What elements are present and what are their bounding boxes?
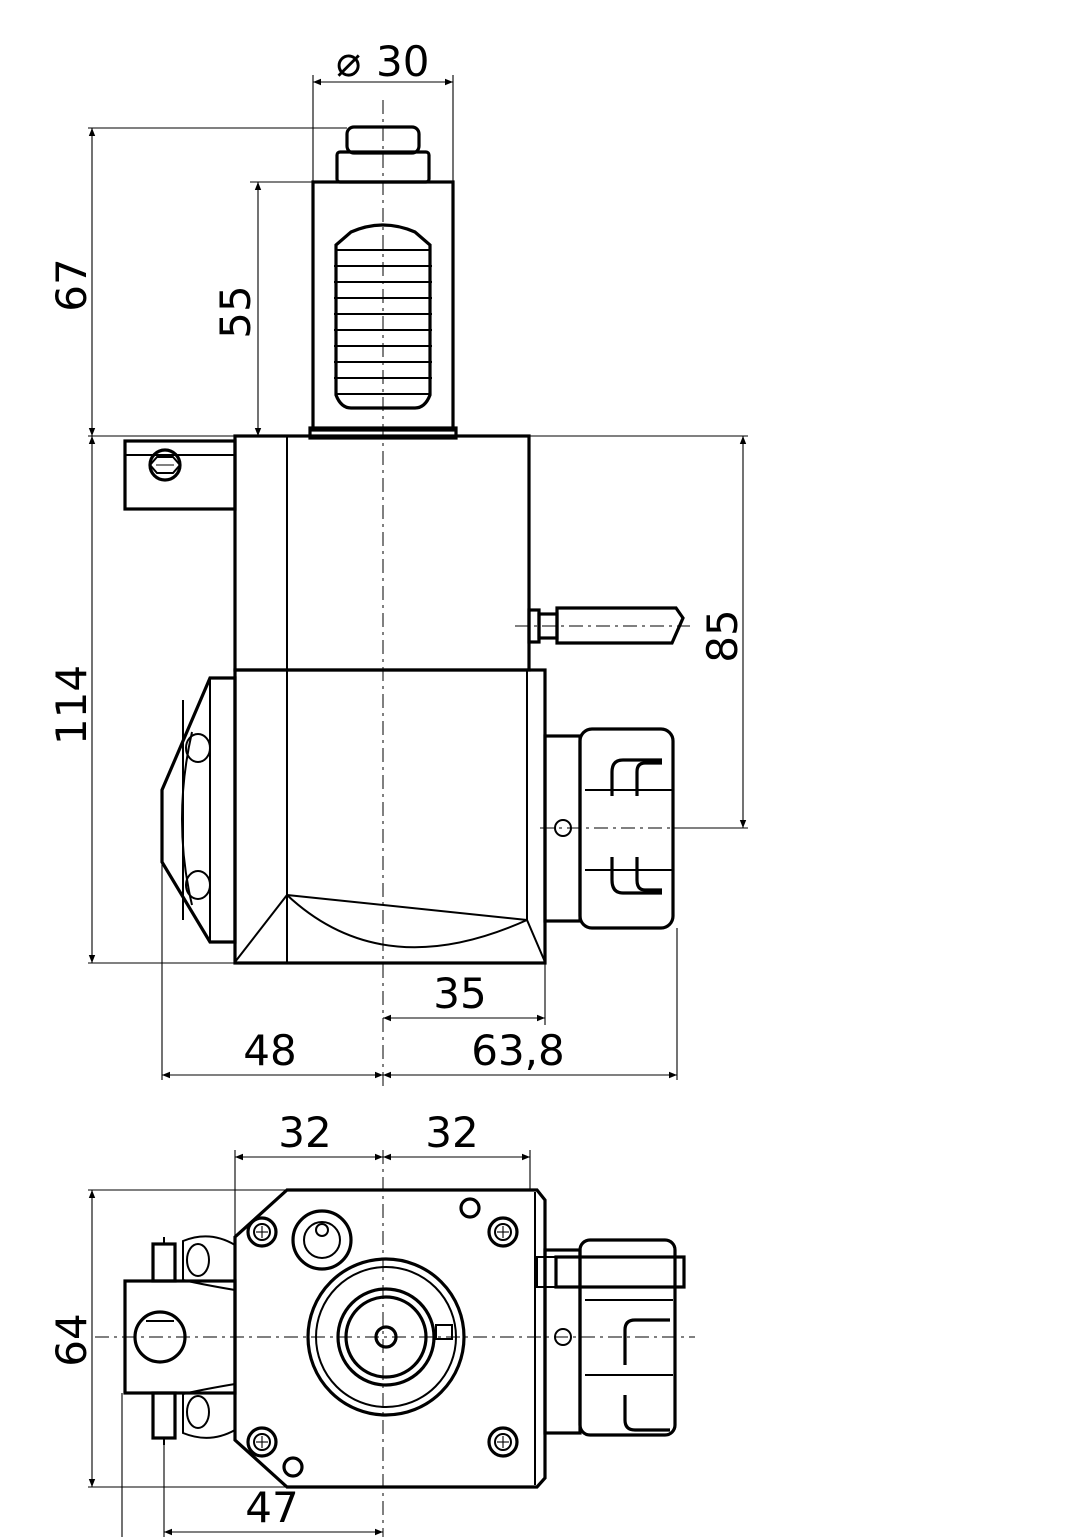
dim-text-diameter: 30 — [376, 37, 429, 86]
bottom-left-clamp — [123, 1235, 237, 1445]
dim-text-32-left: 32 — [278, 1108, 331, 1157]
screw-bottom-right — [487, 1426, 519, 1458]
coolant-pin — [515, 606, 690, 645]
dim-text-47: 47 — [245, 1483, 298, 1532]
adjust-bracket — [123, 439, 237, 511]
bottom-collet — [536, 1238, 686, 1437]
dim-text-48: 48 — [243, 1026, 296, 1075]
side-view: ⌀ 30 67 55 114 85 35 48 63,8 — [47, 37, 748, 1090]
screws — [246, 1197, 519, 1478]
coolant-port — [291, 1209, 353, 1271]
dim-text-67: 67 — [47, 258, 96, 311]
spindle-rings — [306, 1257, 466, 1417]
diameter-symbol: ⌀ — [336, 37, 361, 86]
bottom-view: 32 32 64 47 — [47, 1108, 695, 1537]
lower-housing — [233, 668, 547, 965]
upper-housing — [233, 434, 531, 963]
dim-text-35: 35 — [433, 969, 486, 1018]
screw-top-right — [487, 1216, 519, 1248]
dim-text-55: 55 — [211, 285, 260, 338]
bottom-extension-lines — [88, 1150, 531, 1537]
screw-top-left — [246, 1216, 278, 1248]
shank — [308, 180, 458, 440]
pin-bottom-left — [282, 1456, 304, 1478]
shank-serration — [334, 223, 432, 410]
dim-text-85: 85 — [698, 609, 747, 662]
pin-top-right — [459, 1197, 481, 1219]
dim-text-114: 114 — [47, 665, 96, 745]
side-dimension-lines — [88, 78, 747, 1079]
dim-text-63-8: 63,8 — [471, 1026, 565, 1075]
side-extension-lines — [88, 75, 748, 1080]
dim-text-64: 64 — [47, 1313, 96, 1366]
dim-text-32-right: 32 — [425, 1108, 478, 1157]
screw-bottom-left — [246, 1426, 278, 1458]
bottom-dimension-lines — [88, 1153, 530, 1536]
left-clamp — [160, 676, 237, 944]
